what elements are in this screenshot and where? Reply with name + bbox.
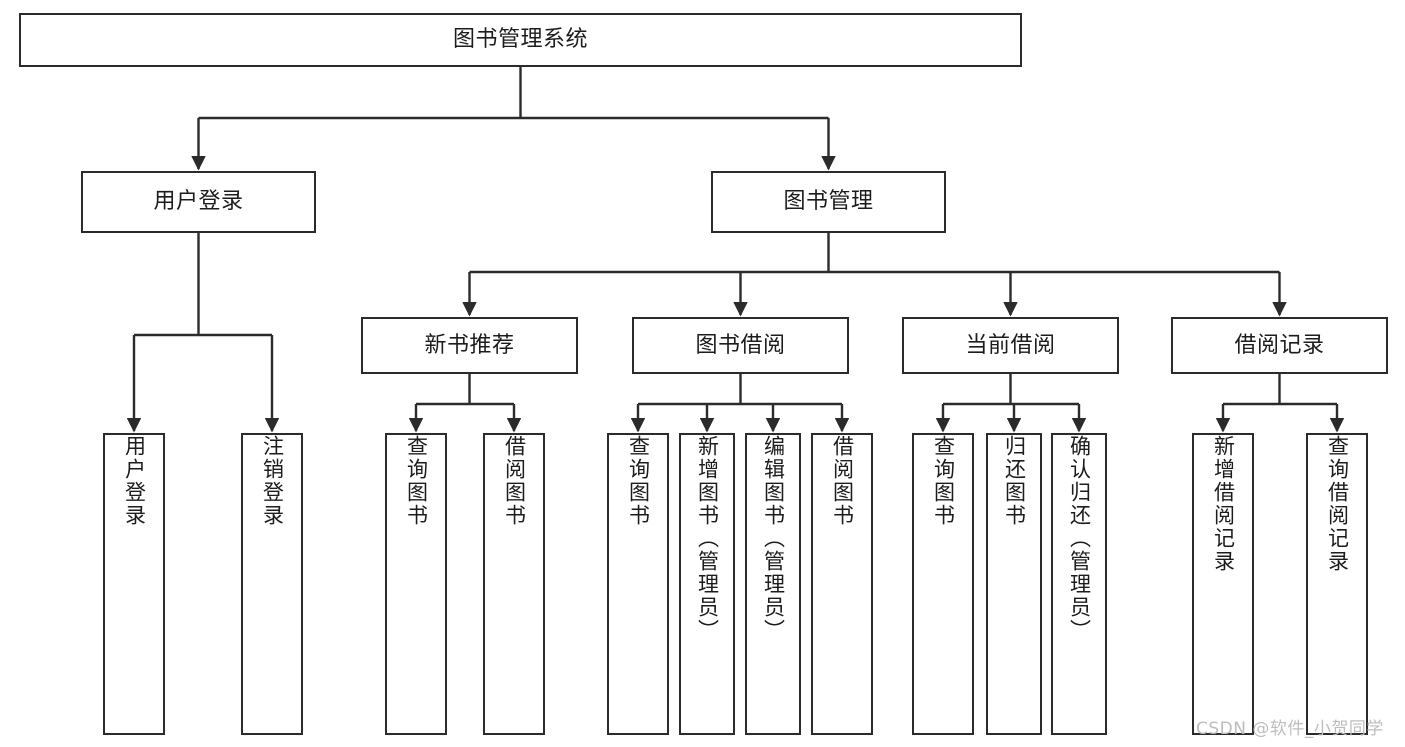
node-label: 编辑图书（管理员） — [761, 435, 786, 642]
node-label: 当前借阅 — [965, 332, 1056, 358]
node-label: 图书管理系统 — [452, 27, 588, 53]
node-label: 查询图书 — [931, 435, 956, 527]
node-label: 借阅图书 — [830, 435, 855, 527]
node-leaf-user-logout[interactable]: 注销登录 — [241, 433, 303, 735]
node-label: 归还图书 — [1002, 435, 1027, 527]
node-leaf-bb-add[interactable]: 新增图书（管理员） — [679, 433, 735, 735]
node-leaf-user-login[interactable]: 用户登录 — [103, 433, 165, 735]
node-label: 新增借阅记录 — [1211, 435, 1236, 573]
node-label: 图书借阅 — [695, 332, 786, 358]
node-leaf-cb-return[interactable]: 归还图书 — [986, 433, 1042, 735]
node-label: 查询图书 — [404, 435, 429, 527]
node-leaf-bb-borrow[interactable]: 借阅图书 — [811, 433, 873, 735]
node-user-login[interactable]: 用户登录 — [81, 171, 316, 233]
node-label: 新书推荐 — [424, 332, 515, 358]
node-label: 用户登录 — [153, 189, 244, 215]
node-leaf-bb-query[interactable]: 查询图书 — [607, 433, 669, 735]
node-label: 图书管理 — [783, 189, 874, 215]
node-leaf-nb-query[interactable]: 查询图书 — [385, 433, 447, 735]
node-label: 新增图书（管理员） — [695, 435, 720, 642]
node-label: 借阅图书 — [502, 435, 527, 527]
node-current-borrow[interactable]: 当前借阅 — [902, 317, 1119, 374]
node-label: 查询借阅记录 — [1325, 435, 1350, 573]
node-label: 注销登录 — [260, 435, 285, 527]
node-root[interactable]: 图书管理系统 — [19, 13, 1022, 67]
node-book-borrow[interactable]: 图书借阅 — [632, 317, 849, 374]
node-borrow-record[interactable]: 借阅记录 — [1171, 317, 1388, 374]
node-leaf-nb-borrow[interactable]: 借阅图书 — [483, 433, 545, 735]
csdn-watermark: CSDN @软件_小贺同学 — [1196, 719, 1384, 739]
node-leaf-br-query[interactable]: 查询借阅记录 — [1306, 433, 1368, 735]
node-label: 查询图书 — [626, 435, 651, 527]
node-book-manage[interactable]: 图书管理 — [711, 171, 946, 233]
edge-paths — [126, 67, 1345, 433]
node-new-book-rec[interactable]: 新书推荐 — [361, 317, 578, 374]
node-leaf-bb-edit[interactable]: 编辑图书（管理员） — [745, 433, 801, 735]
node-leaf-br-add[interactable]: 新增借阅记录 — [1192, 433, 1254, 735]
node-label: 借阅记录 — [1234, 332, 1325, 358]
node-label: 用户登录 — [122, 435, 147, 527]
node-label: 确认归还（管理员） — [1067, 435, 1092, 642]
node-leaf-cb-query[interactable]: 查询图书 — [912, 433, 974, 735]
node-leaf-cb-confirm[interactable]: 确认归还（管理员） — [1051, 433, 1107, 735]
